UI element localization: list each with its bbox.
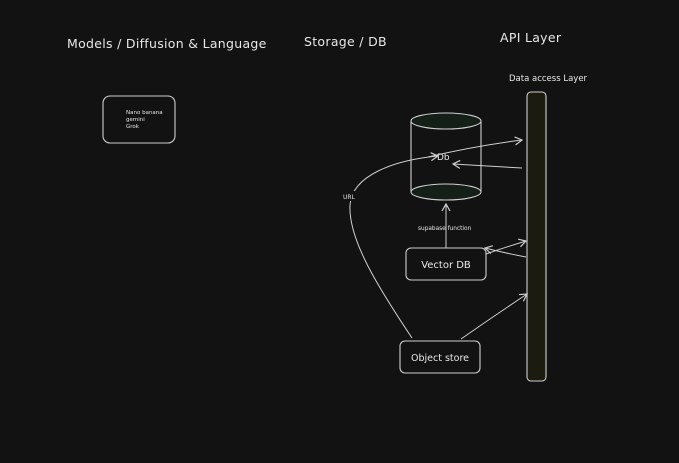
data-access-layer-label: Data access Layer	[509, 74, 588, 84]
db-label: Db	[437, 153, 450, 163]
db-cylinder-top-cap	[410, 112, 482, 130]
edge-api-to-db	[451, 159, 523, 169]
db-cylinder-bottom-cap	[410, 183, 482, 201]
url-label-backdrop	[341, 191, 357, 201]
models-box-frame	[102, 95, 176, 144]
model-item-nano-banana: Nano banana	[126, 110, 163, 116]
edge-vector-db-to-api	[485, 238, 528, 255]
vector-db-box[interactable]: Vector DB	[405, 247, 487, 281]
models-box[interactable]: Nano banana gemini Grok	[102, 95, 176, 144]
edge-object-store-to-api	[460, 293, 529, 340]
section-title-api: API Layer	[500, 30, 562, 45]
edge-api-to-vector-db	[483, 245, 527, 258]
data-access-layer-bar[interactable]	[526, 91, 547, 382]
db-cylinder[interactable]: Db	[410, 112, 482, 201]
model-item-gemini: gemini	[126, 117, 145, 123]
section-title-storage: Storage / DB	[304, 34, 387, 49]
edge-url-object-store-to-db	[349, 152, 440, 339]
edge-label-url: URL	[343, 194, 356, 201]
model-item-grok: Grok	[126, 124, 140, 130]
edge-label-supabase-function: supabase function	[418, 226, 472, 232]
vector-db-label: Vector DB	[421, 260, 471, 271]
object-store-frame	[399, 340, 481, 374]
object-store-box[interactable]: Object store	[399, 340, 481, 374]
object-store-label: Object store	[411, 353, 469, 364]
section-title-models: Models / Diffusion & Language	[67, 36, 267, 51]
